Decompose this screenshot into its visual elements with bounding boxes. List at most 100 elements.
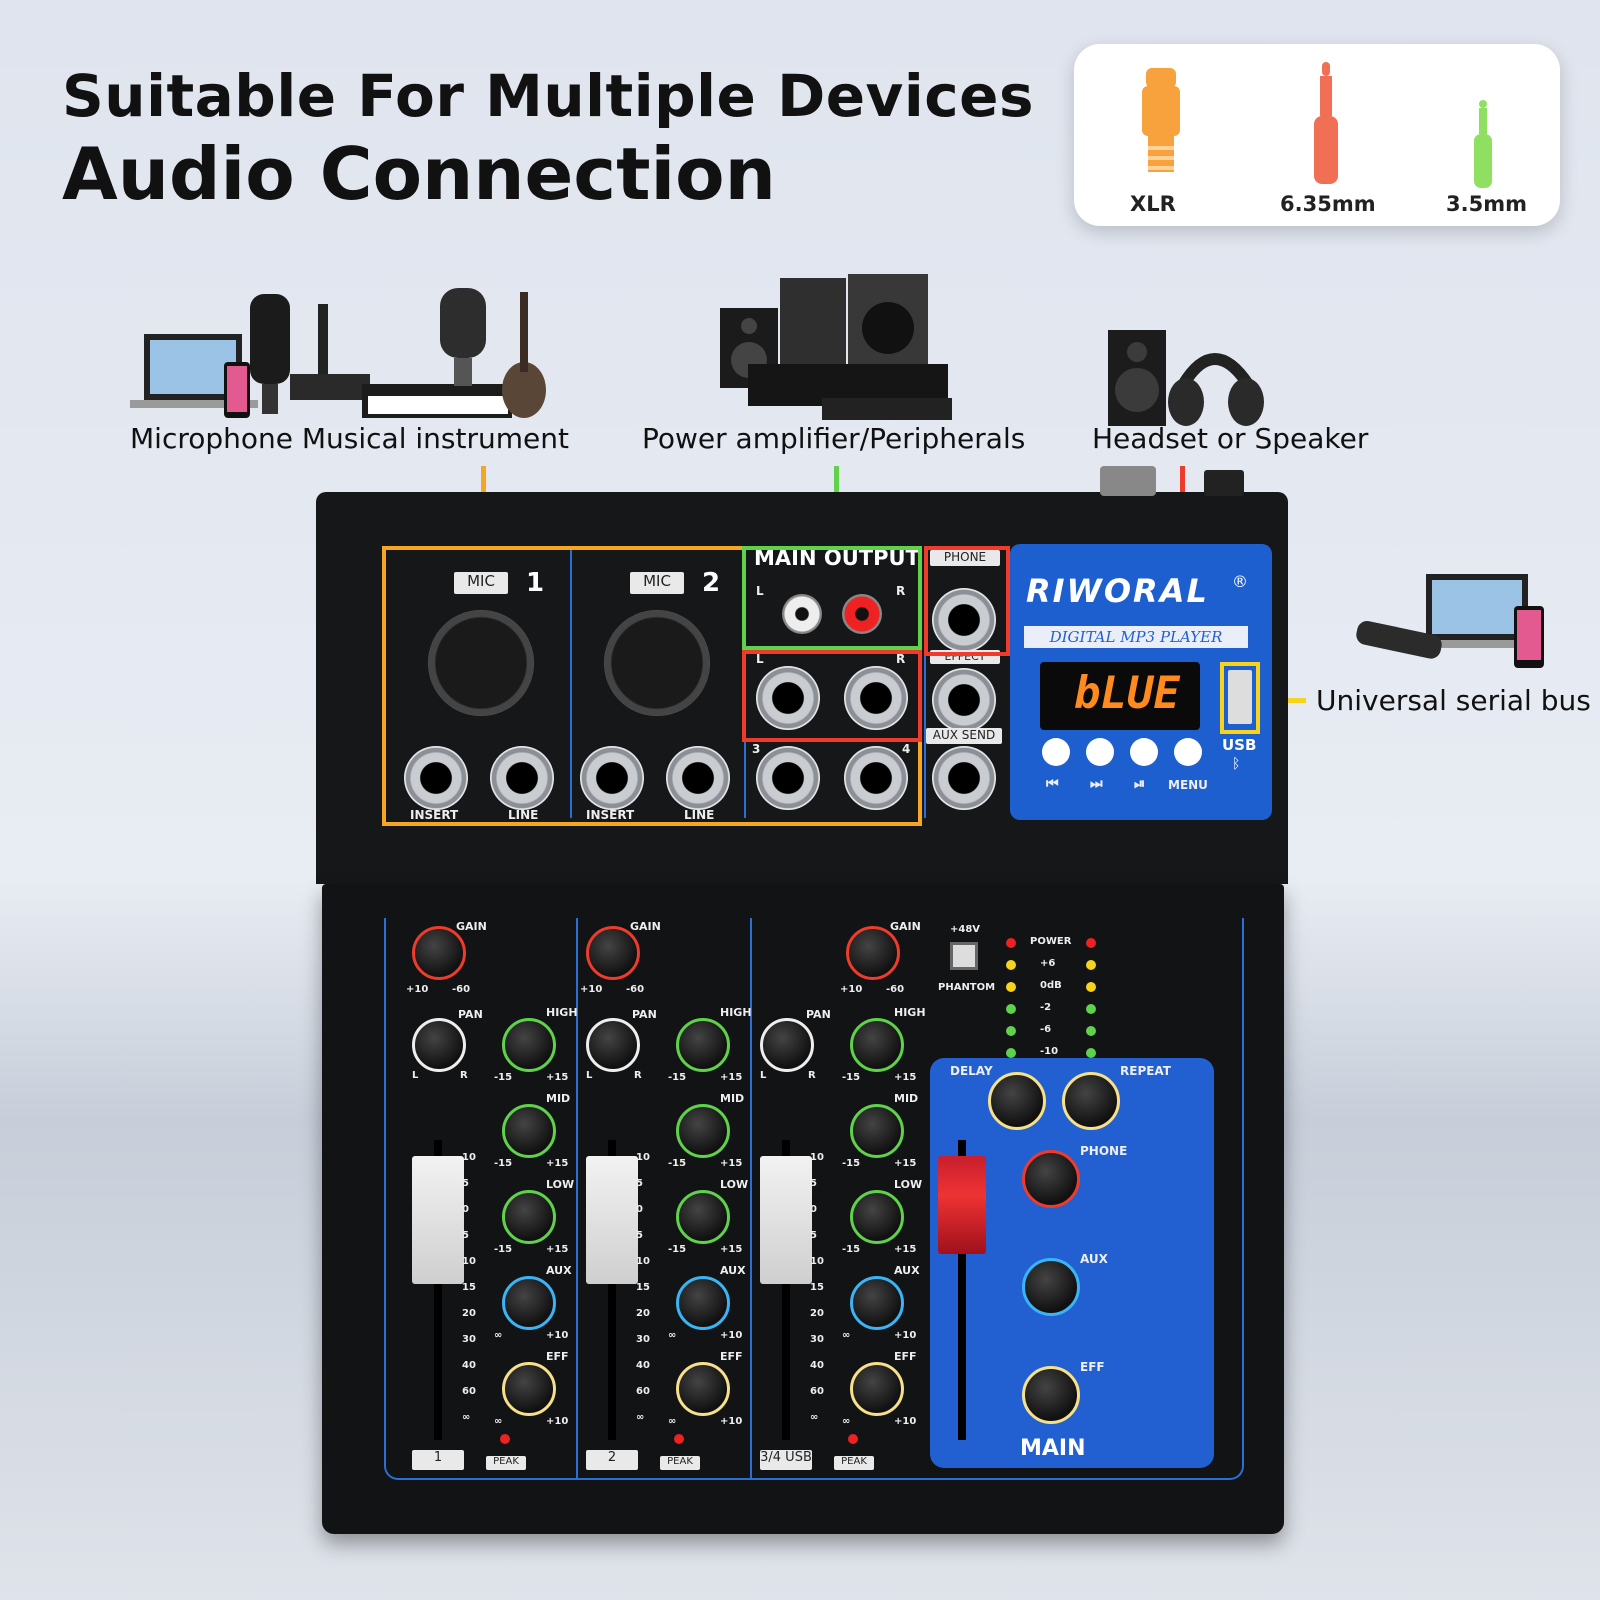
eff-max-1: +10 xyxy=(546,1416,569,1427)
fx-aux-label: AUX xyxy=(1080,1252,1108,1266)
aux-master-knob[interactable] xyxy=(1022,1258,1080,1316)
menu-button[interactable] xyxy=(1174,738,1202,766)
fader-scale-3-4: 10 xyxy=(810,1256,824,1267)
phone-volume-knob[interactable] xyxy=(1022,1150,1080,1208)
high-min-1: -15 xyxy=(494,1072,513,1083)
mid-label-1: MID xyxy=(546,1092,571,1105)
prev-button[interactable] xyxy=(1042,738,1070,766)
fader-scale-2-0: 10 xyxy=(636,1152,650,1163)
insert-jack-1[interactable] xyxy=(404,746,468,810)
pan-knob-1[interactable] xyxy=(412,1018,466,1072)
low-knob-2[interactable] xyxy=(676,1190,730,1244)
aux-max-2: +10 xyxy=(720,1330,743,1341)
low-knob-3[interactable] xyxy=(850,1190,904,1244)
eff-knob-1[interactable] xyxy=(502,1362,556,1416)
phone-jack[interactable] xyxy=(932,588,996,652)
rca-left[interactable] xyxy=(782,594,822,634)
gain-label-1: GAIN xyxy=(456,920,487,933)
fader-scale-3-9: 60 xyxy=(810,1386,824,1397)
meter-led-l-1 xyxy=(1006,960,1016,970)
fader-scale-2-4: 10 xyxy=(636,1256,650,1267)
fader-handle-2[interactable] xyxy=(586,1156,638,1284)
eff-min-1: ∞ xyxy=(494,1416,503,1427)
aux-knob-2[interactable] xyxy=(676,1276,730,1330)
high-label-3: HIGH xyxy=(894,1006,926,1019)
gain-min-3: +10 xyxy=(840,984,863,995)
gain-knob-1[interactable] xyxy=(412,926,466,980)
amplifier-label: Power amplifier/Peripherals xyxy=(642,422,1026,455)
pan-knob-3[interactable] xyxy=(760,1018,814,1072)
mid-knob-3[interactable] xyxy=(850,1104,904,1158)
headset-speaker-label: Headset or Speaker xyxy=(1092,422,1369,455)
xlr-input-2[interactable] xyxy=(604,610,710,716)
mid-min-3: -15 xyxy=(842,1158,861,1169)
gain-knob-3[interactable] xyxy=(846,926,900,980)
main-r2-label: R xyxy=(896,652,906,666)
phantom-button[interactable] xyxy=(950,942,978,970)
meter-label-5: -10 xyxy=(1040,1046,1059,1057)
effect-jack[interactable] xyxy=(932,668,996,732)
high-knob-1[interactable] xyxy=(502,1018,556,1072)
meter-label-0: POWER xyxy=(1030,936,1072,947)
gain-knob-2[interactable] xyxy=(586,926,640,980)
microphone-instrument-illustration xyxy=(130,288,546,418)
meter-label-3: -2 xyxy=(1040,1002,1052,1013)
rca-right[interactable] xyxy=(842,594,882,634)
meter-led-r-0 xyxy=(1086,938,1096,948)
high-min-2: -15 xyxy=(668,1072,687,1083)
aux-knob-1[interactable] xyxy=(502,1276,556,1330)
eff-knob-2[interactable] xyxy=(676,1362,730,1416)
gain-label-2: GAIN xyxy=(630,920,661,933)
mid-knob-1[interactable] xyxy=(502,1104,556,1158)
eff-master-knob[interactable] xyxy=(1022,1366,1080,1424)
aux-knob-3[interactable] xyxy=(850,1276,904,1330)
main-out-jack-r[interactable] xyxy=(844,666,908,730)
aux-send-tag: AUX SEND xyxy=(926,728,1002,744)
xlr-input-1[interactable] xyxy=(428,610,534,716)
delay-knob[interactable] xyxy=(988,1072,1046,1130)
meter-label-4: -6 xyxy=(1040,1024,1052,1035)
low-knob-1[interactable] xyxy=(502,1190,556,1244)
gain-min-1: +10 xyxy=(406,984,429,995)
mid-label-2: MID xyxy=(720,1092,745,1105)
peak-led-3 xyxy=(848,1434,858,1444)
pan-label-1: PAN xyxy=(458,1008,483,1021)
eff-label-3: EFF xyxy=(894,1350,917,1363)
xlr-plug-icon xyxy=(1142,68,1180,172)
mid-knob-2[interactable] xyxy=(676,1104,730,1158)
line-jack-1[interactable] xyxy=(490,746,554,810)
aux-send-jack[interactable] xyxy=(932,746,996,810)
main-fader-handle[interactable] xyxy=(938,1156,986,1254)
eff-knob-3[interactable] xyxy=(850,1362,904,1416)
line1-label: LINE xyxy=(508,808,539,822)
line-jack-4[interactable] xyxy=(844,746,908,810)
play-pause-button[interactable] xyxy=(1130,738,1158,766)
fader-handle-3[interactable] xyxy=(760,1156,812,1284)
aux-min-2: ∞ xyxy=(668,1330,677,1341)
fader-handle-1[interactable] xyxy=(412,1156,464,1284)
insert-jack-2[interactable] xyxy=(580,746,644,810)
pan-knob-2[interactable] xyxy=(586,1018,640,1072)
repeat-knob[interactable] xyxy=(1062,1072,1120,1130)
gain-max-3: -60 xyxy=(886,984,905,995)
mic2-number: 2 xyxy=(702,568,721,598)
mid-min-1: -15 xyxy=(494,1158,513,1169)
line-jack-2[interactable] xyxy=(666,746,730,810)
usb-port[interactable] xyxy=(1228,670,1252,724)
prev-icon: ⏮ xyxy=(1046,776,1059,792)
low-max-2: +15 xyxy=(720,1244,743,1255)
low-min-1: -15 xyxy=(494,1244,513,1255)
fader-scale-1-9: 60 xyxy=(462,1386,476,1397)
high-knob-3[interactable] xyxy=(850,1018,904,1072)
usb-port-highlight xyxy=(1220,662,1260,734)
usb-label: Universal serial bus xyxy=(1316,684,1591,717)
line-jack-3[interactable] xyxy=(756,746,820,810)
mid-min-2: -15 xyxy=(668,1158,687,1169)
high-knob-2[interactable] xyxy=(676,1018,730,1072)
laptop-usb-illustration xyxy=(1356,574,1544,668)
power-switch[interactable] xyxy=(1204,470,1244,496)
fader-track-2 xyxy=(608,1140,616,1440)
main-out-jack-l[interactable] xyxy=(756,666,820,730)
next-button[interactable] xyxy=(1086,738,1114,766)
aux-label-1: AUX xyxy=(546,1264,572,1277)
